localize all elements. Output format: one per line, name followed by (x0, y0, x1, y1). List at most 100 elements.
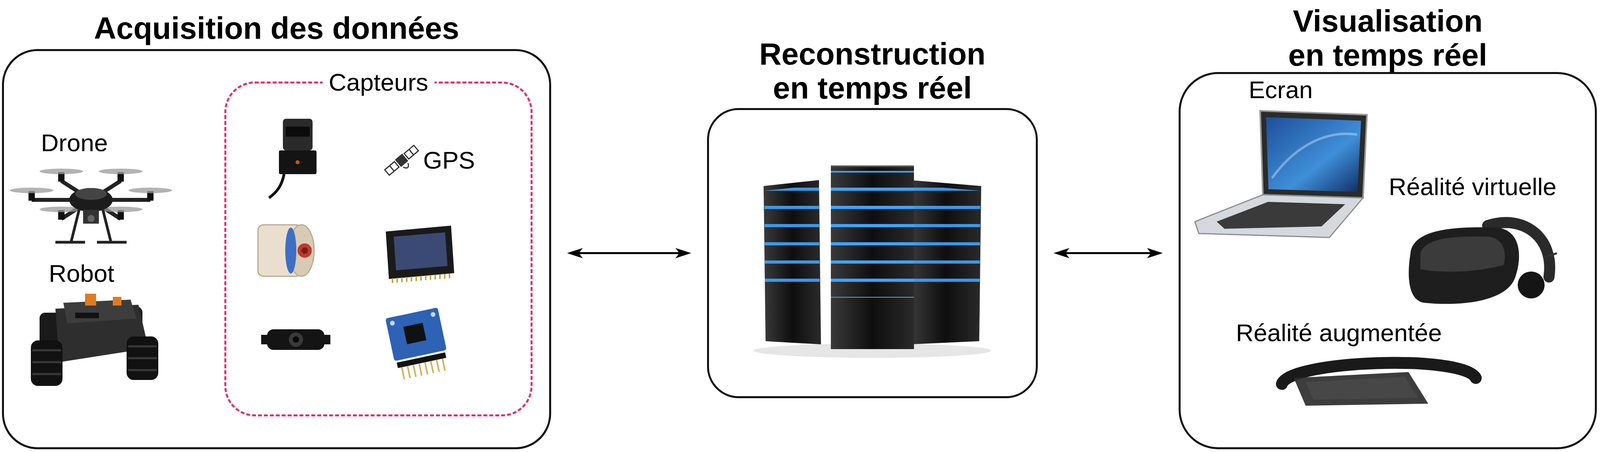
robot-illustration-part-part (128, 345, 157, 348)
laptop-illustration-part (1266, 117, 1362, 192)
rear-camera-part (288, 332, 304, 347)
drone-illustration-part (9, 168, 173, 213)
image-sensor-chip-part (392, 273, 450, 283)
robot-illustration-part (112, 296, 122, 306)
rear-camera-part (292, 336, 300, 343)
laptop-illustration-part (1260, 110, 1367, 198)
ar-headset-part (1305, 376, 1419, 400)
device-label: Drone (41, 128, 109, 157)
laptop-illustration (1194, 110, 1367, 238)
vr-headset-part (1543, 253, 1557, 258)
robot-illustration-part-part (32, 373, 61, 376)
device-label: GPS (423, 145, 476, 175)
device-label: Ecran (1248, 75, 1313, 104)
server-illustration (753, 166, 992, 358)
double-arrow (1057, 252, 1159, 255)
robot-illustration (30, 293, 159, 386)
rear-camera (261, 329, 331, 350)
robot-illustration-part (85, 293, 97, 306)
robot-illustration-part-part (32, 349, 61, 352)
robot-illustration-part-part (128, 369, 157, 372)
drone-illustration-part (69, 187, 113, 212)
server-illustration-part (830, 165, 914, 167)
lidar-sensor-part (282, 118, 313, 151)
ar-headset (1281, 362, 1476, 406)
imu-board-part (396, 352, 447, 368)
vr-headset (1408, 222, 1557, 304)
robot-illustration-part (75, 312, 99, 319)
drone-illustration-part-part (71, 209, 80, 242)
lidar-sensor-part (285, 126, 310, 137)
server-illustration-part (830, 166, 914, 349)
gps-satellite-icon-part (403, 163, 410, 170)
robot-illustration-part-part (128, 357, 157, 360)
drone-illustration-part-part (96, 240, 127, 244)
gps-satellite-icon-part (403, 145, 419, 159)
box-heading: Visualisation en temps réel (1281, 4, 1495, 73)
drone-illustration-part (83, 209, 99, 224)
group-label: Capteurs (322, 68, 435, 97)
robot-illustration-part (32, 346, 157, 374)
camera-sensor (257, 224, 315, 277)
drone-illustration-part (87, 214, 95, 222)
sensor-group: Capteurs (224, 81, 533, 417)
ar-headset-part (1293, 371, 1429, 406)
output-box: Visualisation en temps réel (1178, 72, 1597, 450)
server-illustration-part (909, 184, 981, 295)
double-arrow (570, 252, 688, 255)
imu-board-part (389, 320, 396, 326)
laptop-illustration-part (1194, 194, 1364, 238)
lidar-sensor (269, 118, 317, 198)
drone-illustration-part-part (55, 240, 86, 244)
drone-illustration-part-part (128, 187, 173, 194)
server-illustration-part (764, 184, 820, 295)
camera-sensor-part (285, 227, 297, 274)
camera-sensor-part (297, 243, 312, 258)
device-label: Robot (48, 259, 114, 288)
server-illustration-part (763, 180, 821, 345)
vr-headset-part (1420, 236, 1506, 272)
image-sensor-chip-part (385, 225, 455, 279)
robot-illustration-part-part (32, 361, 61, 364)
robot-illustration-part (30, 340, 63, 386)
robot-illustration-part (63, 299, 137, 324)
box-heading: Reconstruction en temps réel (749, 37, 996, 106)
drone-illustration-part-part (39, 168, 84, 175)
camera-sensor-part (301, 247, 308, 254)
vr-headset-part (1517, 271, 1545, 299)
drone-illustration (9, 168, 173, 243)
imu-board (385, 307, 451, 381)
lidar-sensor-part (269, 174, 285, 198)
gps-satellite-icon (384, 144, 423, 180)
gps-satellite-icon-part (409, 149, 414, 156)
gps-satellite-icon-part (389, 165, 395, 172)
rear-camera-part (267, 329, 325, 350)
imu-board-part (403, 322, 427, 344)
process-box: Reconstruction en temps réel (707, 108, 1038, 399)
imu-board-part (401, 358, 445, 380)
drone-illustration-part (75, 187, 107, 200)
drone-illustration-part (55, 209, 127, 243)
box-heading: Acquisition des données (93, 11, 459, 46)
drone-illustration-part-part (98, 168, 143, 175)
drone-illustration-part-part (9, 187, 54, 194)
lidar-sensor-part (295, 160, 300, 165)
gps-satellite-icon-part (384, 161, 399, 175)
laptop-illustration-part (1216, 201, 1346, 229)
group-box: Acquisition des donnéesCapteurs (1, 49, 552, 450)
lidar-sensor-part (278, 150, 317, 175)
vr-headset-part (1408, 227, 1520, 304)
drone-illustration-part-part (102, 209, 111, 242)
imu-board-part (430, 311, 436, 317)
device-label: Réalité virtuelle (1388, 172, 1557, 201)
image-sensor-chip (385, 225, 455, 283)
image-sensor-chip-part (393, 232, 448, 271)
server-illustration-part (909, 180, 982, 345)
imu-board-part (385, 307, 447, 362)
device-label: Réalité augmentée (1236, 318, 1442, 347)
robot-illustration-part (126, 336, 159, 380)
laptop-illustration-part (1272, 133, 1358, 179)
server-illustration-part (830, 170, 914, 298)
connectors (570, 252, 1159, 254)
